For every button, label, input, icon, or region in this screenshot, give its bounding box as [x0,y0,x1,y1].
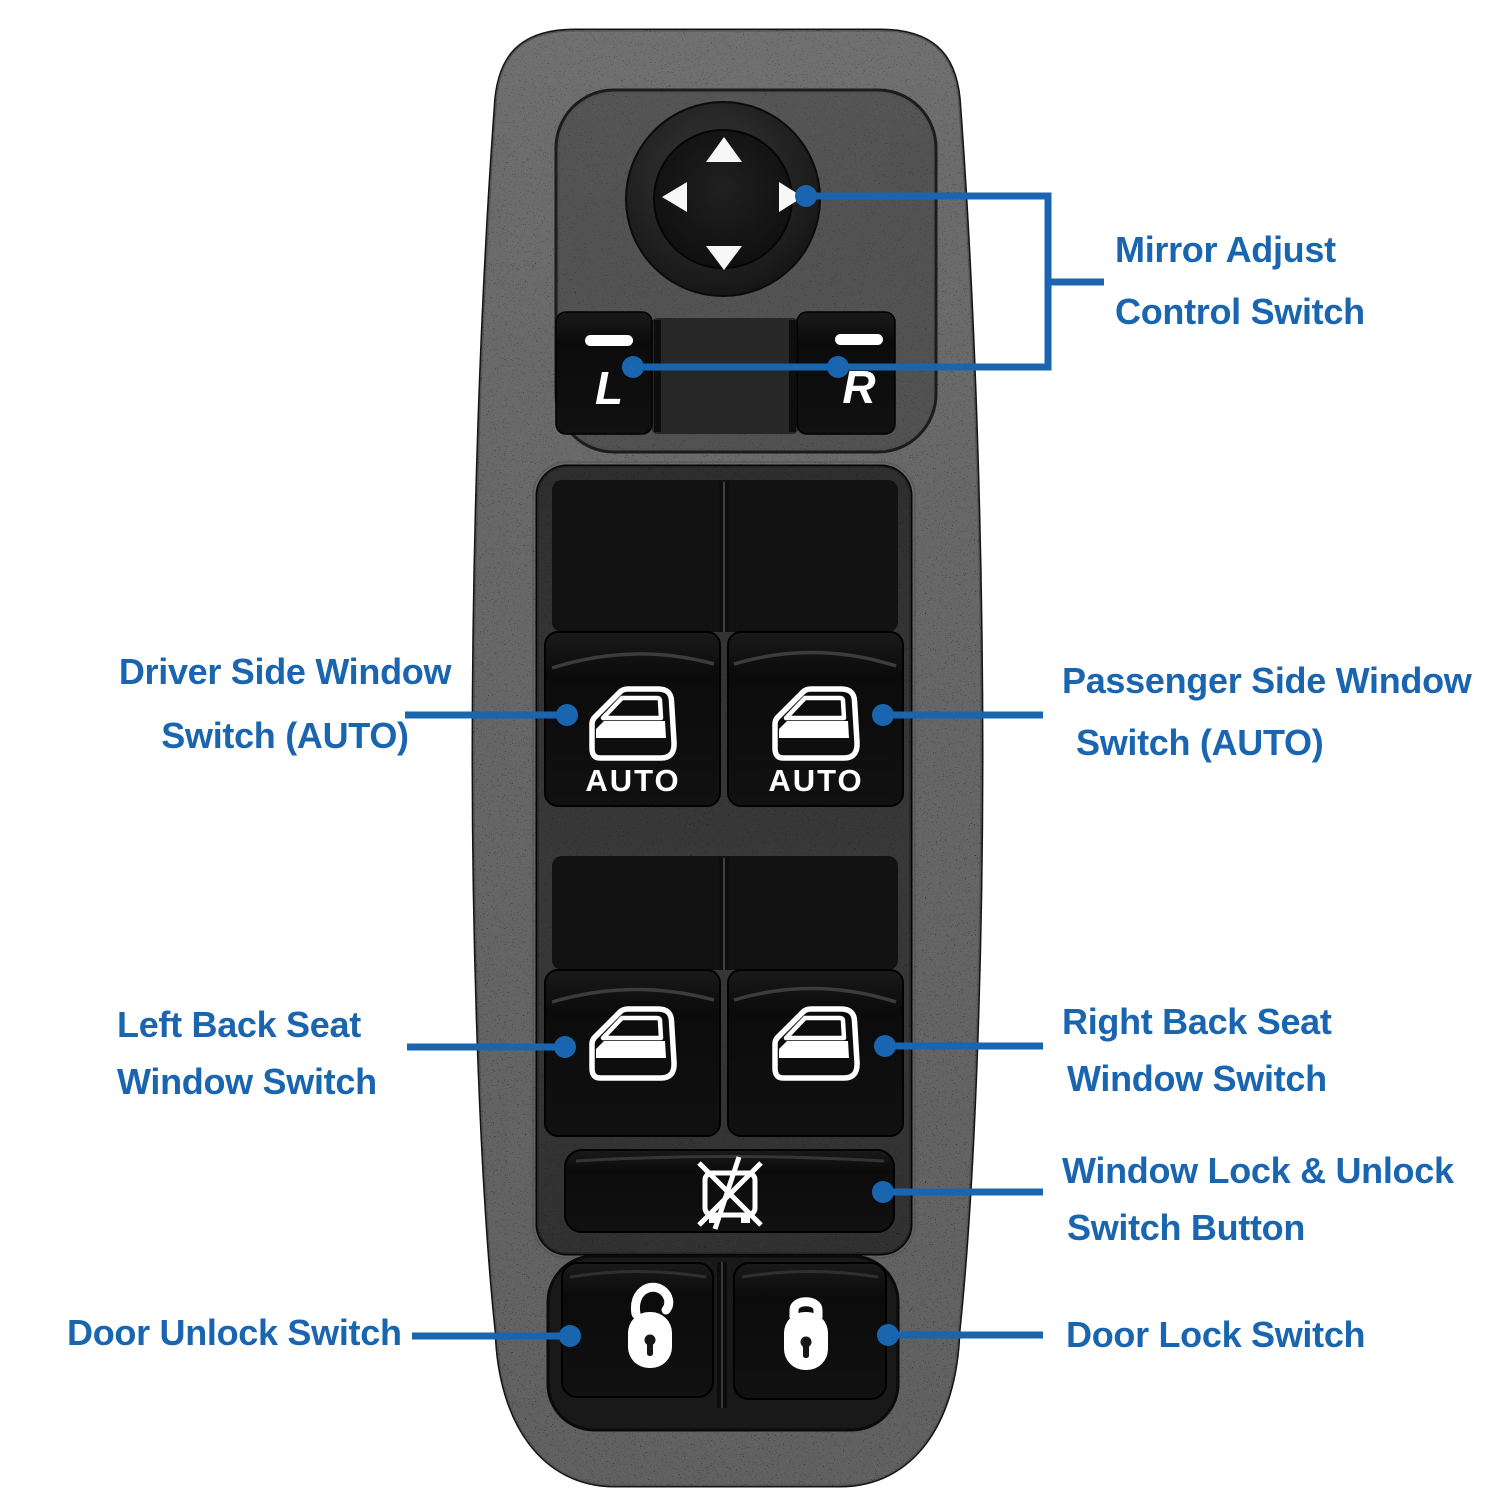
dot-driver [556,704,578,726]
lock-padlock-icon [784,1297,828,1370]
label-window-lock-line2: Switch Button [1067,1207,1306,1248]
label-driver-line1: Driver Side Window [118,651,452,692]
driver-window-switch: AUTO [544,631,721,807]
label-left-back-window: Left Back Seat Window Switch [117,996,377,1110]
annotation-dots [554,185,899,1347]
label-driver-window: Driver Side Window Switch (AUTO) [85,640,485,768]
mirror-arrow-down-icon [706,246,742,270]
label-left-back-line2: Window Switch [117,1061,377,1102]
dot-mirror-r [827,356,849,378]
driver-auto-label: AUTO [585,763,680,798]
label-right-back-window: Right Back Seat Window Switch [1062,993,1332,1107]
unlock-padlock-icon [628,1282,674,1368]
label-passenger-line2: Switch (AUTO) [1076,722,1324,763]
label-mirror-line2: Control Switch [1115,291,1365,332]
mirror-adjust-knob [625,101,821,297]
window-lock-button [564,1149,895,1233]
rear-switch-wells [552,856,898,970]
dot-right-back [874,1035,896,1057]
dot-passenger [872,704,894,726]
label-window-lock-line1: Window Lock & Unlock [1062,1150,1454,1191]
dot-left-back [554,1036,576,1058]
left-rear-window-switch [544,969,721,1137]
window-lock-icon [697,1156,763,1230]
door-lock-button [733,1262,887,1400]
label-passenger-window: Passenger Side Window Switch (AUTO) [1062,650,1472,774]
mirror-select-left-button: L [555,311,653,435]
dot-door-lock [877,1324,899,1346]
dot-mirror [795,185,817,207]
label-door-lock: Door Lock Switch [1066,1306,1366,1363]
label-passenger-line1: Passenger Side Window [1062,660,1472,701]
passenger-window-switch: AUTO [727,631,904,807]
dot-mirror-l [622,356,644,378]
label-mirror-line1: Mirror Adjust [1115,229,1336,270]
label-right-back-line2: Window Switch [1067,1058,1327,1099]
label-left-back-line1: Left Back Seat [117,1004,361,1045]
mirror-arrow-right-icon [779,182,803,212]
mirror-arrow-left-icon [662,182,687,212]
mirror-left-letter: L [595,362,623,414]
label-mirror-adjust: Mirror Adjust Control Switch [1115,219,1365,343]
mirror-left-dash-icon [585,335,633,346]
label-right-back-line1: Right Back Seat [1062,1001,1332,1042]
label-door-lock-line1: Door Lock Switch [1066,1314,1366,1355]
label-door-unlock: Door Unlock Switch [67,1304,402,1361]
dot-door-unlock [559,1325,581,1347]
door-unlock-button [561,1262,714,1398]
front-switch-wells [552,480,898,632]
label-window-lock: Window Lock & Unlock Switch Button [1062,1142,1454,1256]
mirror-right-dash-icon [835,334,883,345]
right-rear-window-switch [727,969,904,1137]
mirror-arrow-up-icon [706,137,742,162]
dot-window-lock [872,1181,894,1203]
label-driver-line2: Switch (AUTO) [161,715,409,756]
passenger-auto-label: AUTO [768,763,863,798]
label-door-unlock-line1: Door Unlock Switch [67,1312,402,1353]
